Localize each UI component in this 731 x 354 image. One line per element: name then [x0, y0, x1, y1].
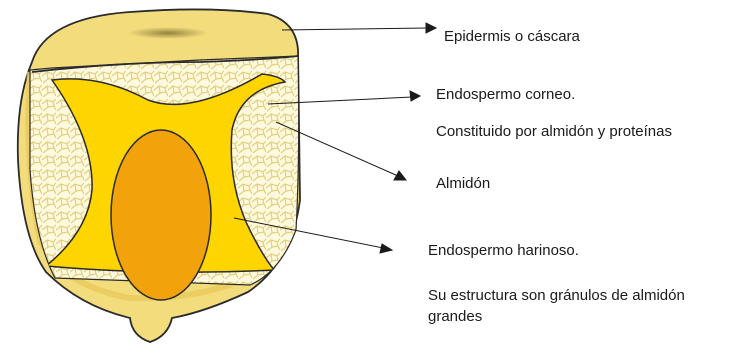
epidermis-label: Epidermis o cáscara [444, 28, 580, 46]
germ-ellipse [111, 130, 211, 300]
almidon-label: Almidón [436, 175, 490, 193]
arrow-corneo-head [410, 91, 420, 101]
endospermo-corneo-description: Constituido por almidón y proteínas [436, 123, 672, 141]
arrow-harinoso-head [380, 244, 392, 253]
arrow-epidermis-head [426, 23, 436, 33]
endospermo-corneo-label: Endospermo corneo. [436, 86, 575, 104]
endospermo-harinoso-description: Su estructura son gránulos de almidón gr… [428, 285, 718, 327]
tip-shadow [128, 27, 208, 39]
endospermo-harinoso-label: Endospermo harinoso. [428, 242, 579, 260]
